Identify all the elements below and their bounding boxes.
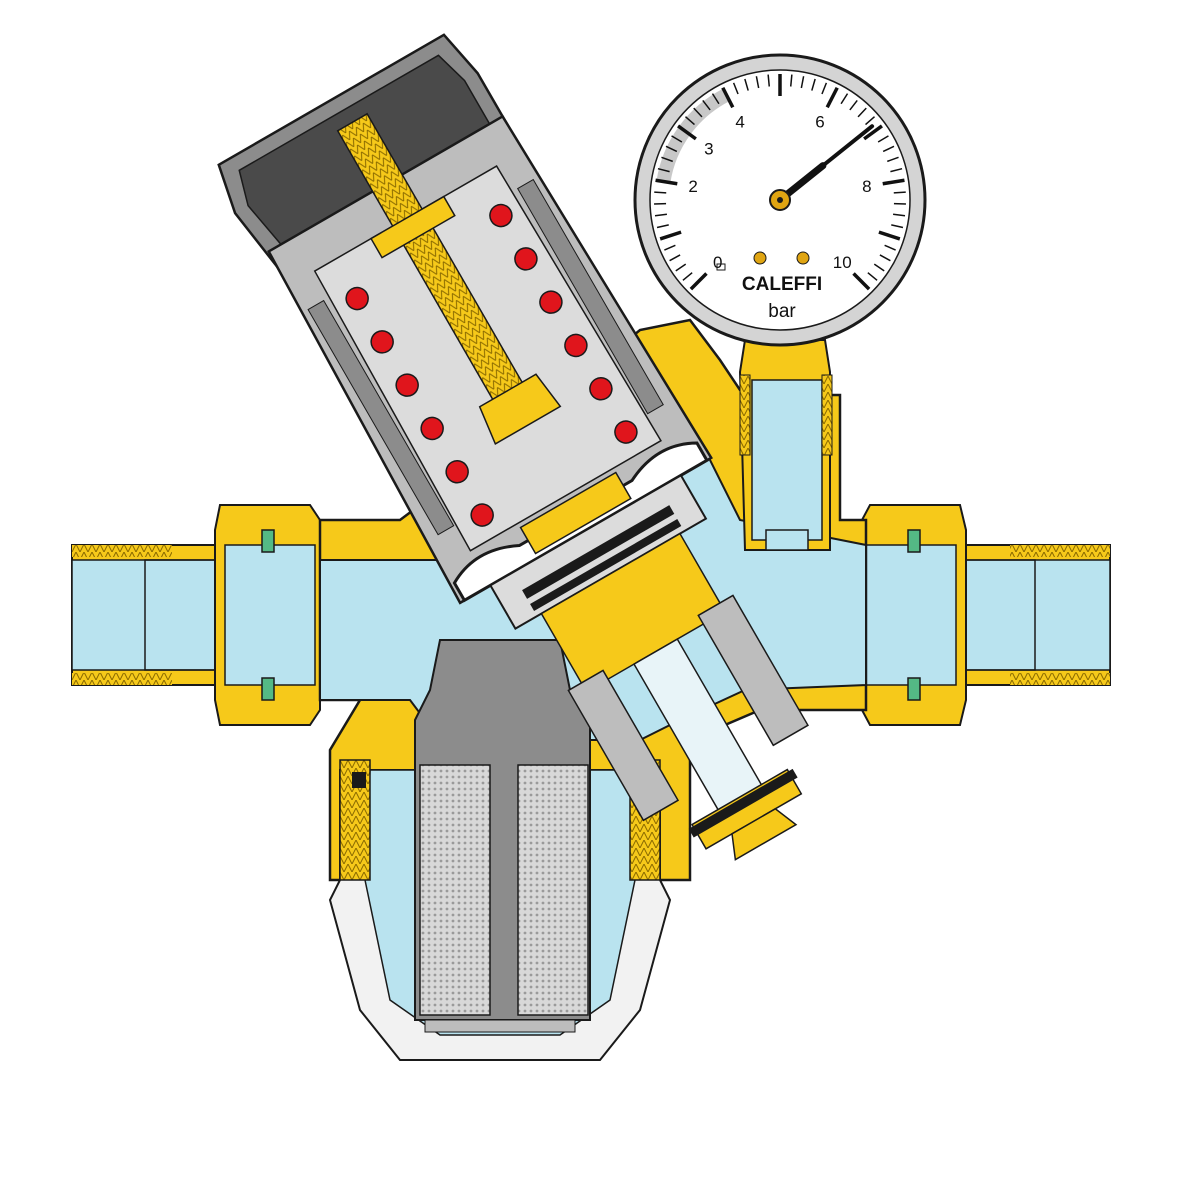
filter-cartridge — [414, 639, 591, 1033]
left-seal-bottom — [261, 677, 275, 701]
minor-tick — [873, 263, 885, 272]
major-tick — [863, 124, 883, 141]
major-tick — [721, 86, 735, 109]
minor-tick — [665, 145, 678, 153]
scale-label-3: 3 — [704, 139, 713, 158]
minor-tick — [879, 254, 891, 262]
scale-label-0: 0 — [713, 253, 722, 272]
minor-tick — [711, 93, 720, 105]
minor-tick — [671, 135, 683, 143]
minor-tick — [654, 213, 667, 217]
minor-tick — [654, 191, 667, 194]
minor-tick — [744, 78, 749, 91]
left-seal-top — [261, 529, 275, 553]
gauge-stem — [738, 339, 833, 551]
minor-tick — [891, 224, 904, 229]
minor-tick — [675, 263, 687, 272]
pressure-gauge: 0 2 3 4 6 8 10 CALEFFI bar — [633, 53, 927, 347]
minor-tick — [767, 74, 771, 87]
gauge-unit: bar — [768, 301, 796, 322]
minor-tick — [857, 107, 867, 118]
minor-tick — [693, 107, 703, 118]
minor-tick — [887, 156, 899, 163]
spring-coils — [345, 203, 638, 527]
major-tick — [655, 178, 678, 186]
minor-tick — [664, 244, 676, 251]
left-union-connector — [71, 504, 321, 726]
right-union-connector — [861, 504, 1111, 726]
minor-tick — [865, 116, 876, 126]
minor-tick — [893, 213, 906, 217]
scale-label-2: 2 — [688, 177, 697, 196]
gauge-brand: CALEFFI — [742, 274, 822, 295]
minor-tick — [755, 76, 760, 89]
right-seal-top — [907, 529, 921, 553]
scale-label-10: 10 — [833, 253, 852, 272]
minor-tick — [702, 99, 711, 111]
major-tick — [825, 86, 839, 109]
major-tick — [677, 124, 697, 141]
major-tick — [659, 230, 682, 241]
minor-tick — [657, 167, 670, 173]
minor-tick — [732, 82, 739, 95]
major-tick — [852, 272, 871, 291]
scale-label-4: 4 — [735, 113, 744, 132]
minor-tick — [684, 116, 695, 126]
minor-tick — [811, 78, 816, 91]
major-tick — [882, 178, 905, 186]
adjusting-nut — [478, 373, 562, 445]
zero-stop — [716, 263, 726, 271]
minor-tick — [893, 191, 906, 194]
minor-tick — [821, 82, 828, 95]
right-seal-bottom — [907, 677, 921, 701]
filter-mesh-right — [517, 764, 589, 1016]
minor-tick — [849, 99, 858, 111]
minor-tick — [840, 93, 849, 105]
valve-seat-seal — [688, 768, 798, 838]
minor-tick — [682, 272, 693, 281]
minor-tick — [884, 244, 896, 251]
minor-tick — [882, 145, 895, 153]
minor-tick — [656, 224, 669, 229]
minor-tick — [789, 74, 793, 87]
major-tick — [878, 230, 901, 241]
regulator-bonnet — [217, 33, 809, 861]
bowl-oring-left — [352, 772, 366, 788]
minor-tick — [867, 272, 878, 281]
filter-mesh-left — [419, 764, 491, 1016]
minor-tick — [669, 254, 681, 262]
gauge-ticks — [654, 74, 906, 291]
major-tick — [689, 272, 708, 291]
scale-label-8: 8 — [862, 177, 871, 196]
minor-tick — [890, 167, 903, 173]
minor-tick — [877, 135, 889, 143]
dial-screw-left — [753, 251, 767, 265]
dial-screw-right — [796, 251, 810, 265]
minor-tick — [661, 156, 673, 163]
minor-tick — [800, 76, 805, 89]
scale-label-6: 6 — [815, 113, 824, 132]
